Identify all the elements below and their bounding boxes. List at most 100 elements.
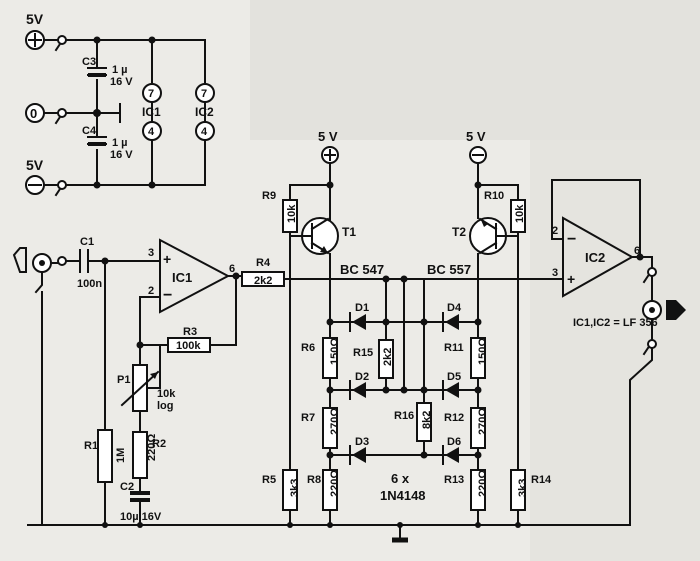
svg-text:−: − <box>163 287 172 304</box>
ic1-pin6: 6 <box>229 263 235 275</box>
zero-label: 0 <box>30 106 37 121</box>
r6-label: R6 <box>301 342 315 354</box>
c2-label: C2 <box>120 481 134 493</box>
output-arrow-icon <box>666 300 686 320</box>
t2-supply-label: 5 V <box>466 129 486 144</box>
t1-supply-label: 5 V <box>318 129 338 144</box>
ic2-opamp <box>562 216 635 298</box>
r16-value: 8k2 <box>421 411 433 429</box>
r12-resistor <box>470 407 486 449</box>
supply-ic2-label: IC2 <box>195 105 214 119</box>
r5-value: 3k3 <box>289 479 301 497</box>
p1-value1: 10k <box>157 388 176 400</box>
ic1-pin7: 7 <box>148 88 154 100</box>
r7-value: 270Ω <box>329 408 341 435</box>
r2-value: 220Ω <box>146 434 158 461</box>
d1-label: D1 <box>355 302 369 314</box>
r15-label: R15 <box>353 347 373 359</box>
svg-text:+: + <box>567 271 575 287</box>
c2-value: 10µ 16V <box>120 511 162 523</box>
r5-label: R5 <box>262 474 276 486</box>
r1-resistor <box>97 429 113 483</box>
r10-label: R10 <box>484 190 504 202</box>
r3-resistor <box>167 337 211 353</box>
d3-label: D3 <box>355 436 369 448</box>
ic1-pin3: 3 <box>148 247 154 259</box>
ic2-pin2: 2 <box>552 225 558 237</box>
ic2-label: IC2 <box>585 250 605 265</box>
r16-label: R16 <box>394 410 414 422</box>
r8-value: 220Ω <box>329 470 341 497</box>
r9-label: R9 <box>262 190 276 202</box>
r10-resistor <box>510 199 526 233</box>
diode-type-note: 1N4148 <box>380 488 426 503</box>
c1-value: 100n <box>77 278 102 290</box>
diode-network: 5 V 5 V T1 BC 547 R9 10k T2 BC 557 R10 1… <box>262 129 552 526</box>
input-stage: C1 100n R1 1M + − IC1 3 2 6 R3 100k P1 1… <box>12 236 564 526</box>
c4-value2: 16 V <box>110 149 133 161</box>
r6-value: 150Ω <box>329 338 341 365</box>
r14-value: 3k3 <box>517 479 529 497</box>
r14-label: R14 <box>531 474 552 486</box>
c4-value1: 1 µ <box>112 137 128 149</box>
r3-label: R3 <box>183 326 197 338</box>
ic2-pin3: 3 <box>552 267 558 279</box>
d6-label: D6 <box>447 436 461 448</box>
r9-value: 10k <box>286 204 298 223</box>
c3-label: C3 <box>82 56 96 68</box>
ground-rail <box>27 291 631 543</box>
r11-label: R11 <box>444 342 464 354</box>
r1-value: 1M <box>115 448 127 463</box>
power-supply-section: 5V 0 5V C3 1 µ 16 V C4 1 µ 16 V <box>25 11 215 197</box>
d5-label: D5 <box>447 371 461 383</box>
ic2-pin6: 6 <box>634 245 640 257</box>
ic1-opamp <box>159 238 231 314</box>
r3-value: 100k <box>176 340 201 352</box>
r7-label: R7 <box>301 412 315 424</box>
ic-type-note: IC1,IC2 = LF 356 <box>573 317 658 329</box>
ic1-pin2: 2 <box>148 285 154 297</box>
r6-resistor <box>322 337 338 379</box>
r11-value: 150Ω <box>477 338 489 365</box>
r9-resistor <box>282 199 298 233</box>
c4-label: C4 <box>82 125 97 137</box>
r8-label: R8 <box>307 474 321 486</box>
supply-ic1-label: IC1 <box>142 105 161 119</box>
ic2-pin4: 4 <box>201 126 208 138</box>
c1-label: C1 <box>80 236 94 248</box>
t1-label: T1 <box>342 225 356 239</box>
r13-label: R13 <box>444 474 464 486</box>
ic2-pin7: 7 <box>201 88 207 100</box>
r10-value: 10k <box>514 204 526 223</box>
t1-type: BC 547 <box>340 262 384 277</box>
r4-value: 2k2 <box>254 275 272 287</box>
diode-count-note: 6 x <box>391 471 410 486</box>
r5-resistor <box>282 469 298 511</box>
c3-value1: 1 µ <box>112 64 128 76</box>
r13-value: 220Ω <box>477 470 489 497</box>
r2-label: R2 <box>152 438 166 450</box>
r7-resistor <box>322 407 338 449</box>
r11-resistor <box>470 337 486 379</box>
p1-label: P1 <box>117 374 130 386</box>
c3-value2: 16 V <box>110 76 133 88</box>
d2-label: D2 <box>355 371 369 383</box>
svg-text:−: − <box>567 231 576 248</box>
ic1-pin4: 4 <box>148 126 155 138</box>
ic1-label: IC1 <box>172 270 192 285</box>
r2-resistor <box>132 431 148 479</box>
t2-type: BC 557 <box>427 262 471 277</box>
t2-label: T2 <box>452 225 466 239</box>
r4-label: R4 <box>256 257 271 269</box>
p1-value2: log <box>157 400 174 412</box>
plus-5v-label: 5V <box>26 11 44 27</box>
svg-text:+: + <box>163 251 171 267</box>
minus-5v-label: 5V <box>26 157 44 173</box>
r1-label: R1 <box>84 440 98 452</box>
d4-label: D4 <box>447 302 462 314</box>
r12-value: 270Ω <box>477 408 489 435</box>
r15-value: 2k2 <box>382 348 394 366</box>
